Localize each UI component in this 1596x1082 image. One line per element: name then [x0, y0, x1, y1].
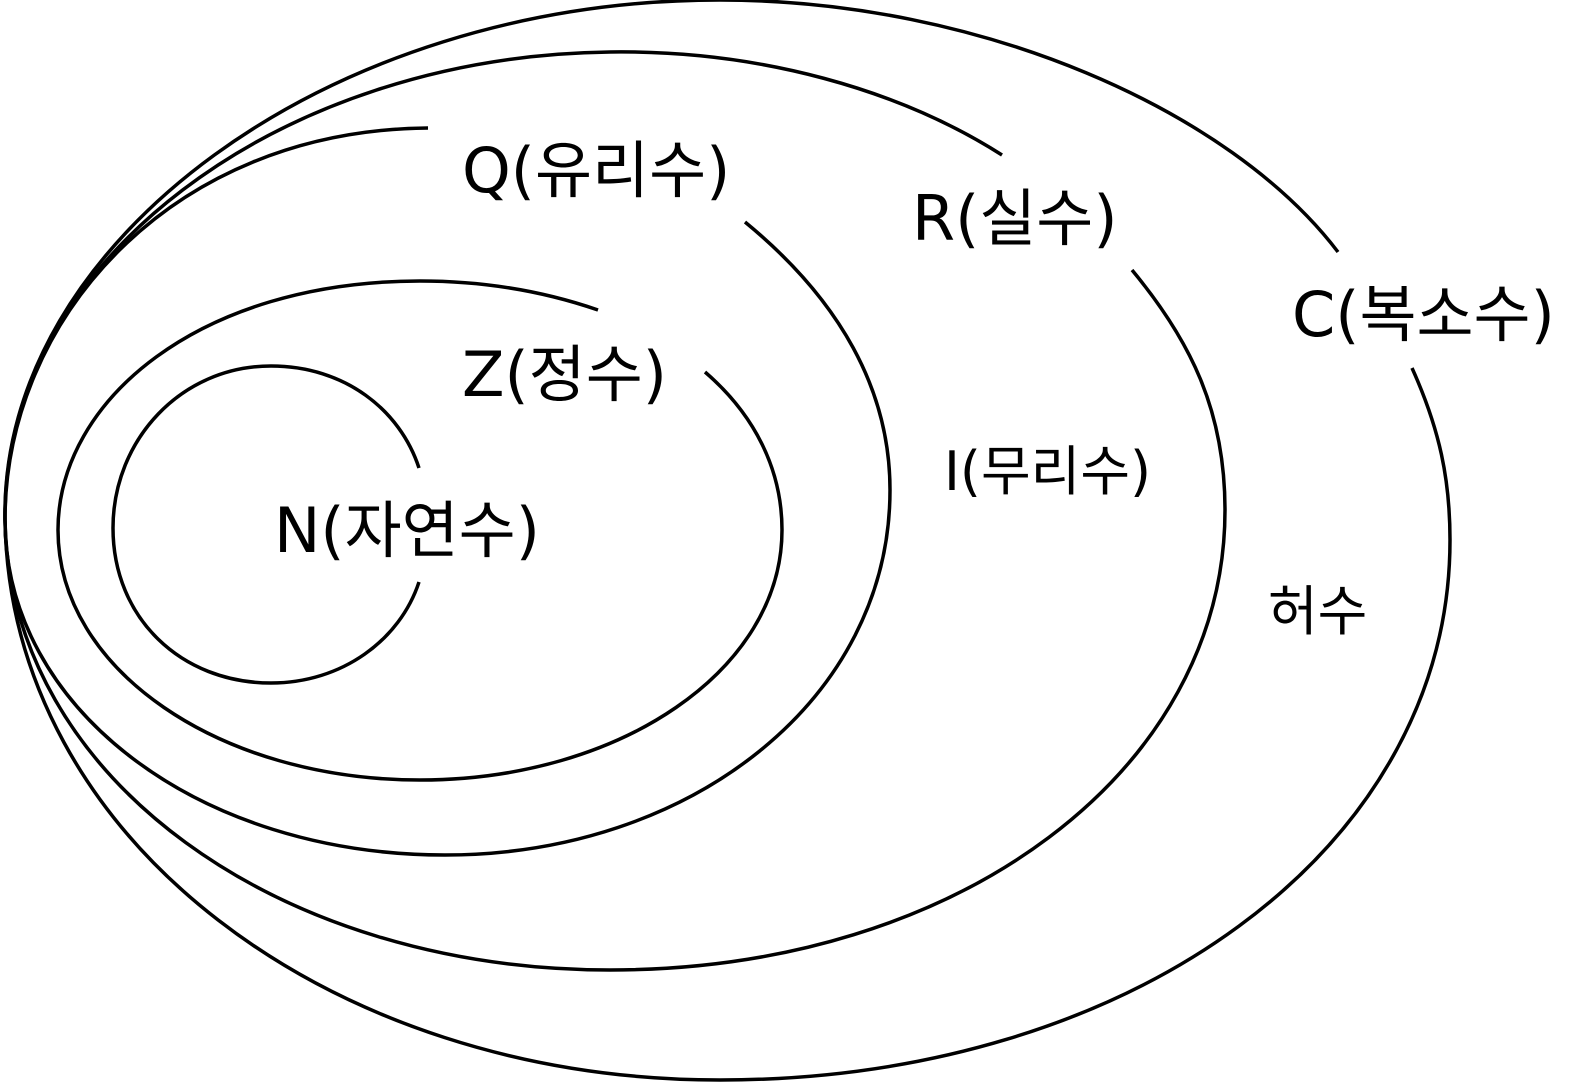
rational-set-label: Q(유리수) — [462, 134, 730, 207]
real-set-label: R(실수) — [912, 182, 1118, 255]
complex-set-boundary — [3, 0, 1452, 1082]
rational-set-boundary — [3, 126, 892, 857]
complex-set-label: C(복소수) — [1292, 278, 1555, 351]
natural-set-label: N(자연수) — [274, 494, 540, 567]
imaginary-region-label: 허수 — [1268, 580, 1367, 643]
integer-set-boundary — [56, 279, 784, 782]
real-set-boundary — [3, 50, 1227, 972]
integer-set-label: Z(정수) — [462, 338, 667, 411]
natural-set-boundary — [111, 364, 421, 685]
irrational-region-label: I(무리수) — [944, 440, 1151, 503]
